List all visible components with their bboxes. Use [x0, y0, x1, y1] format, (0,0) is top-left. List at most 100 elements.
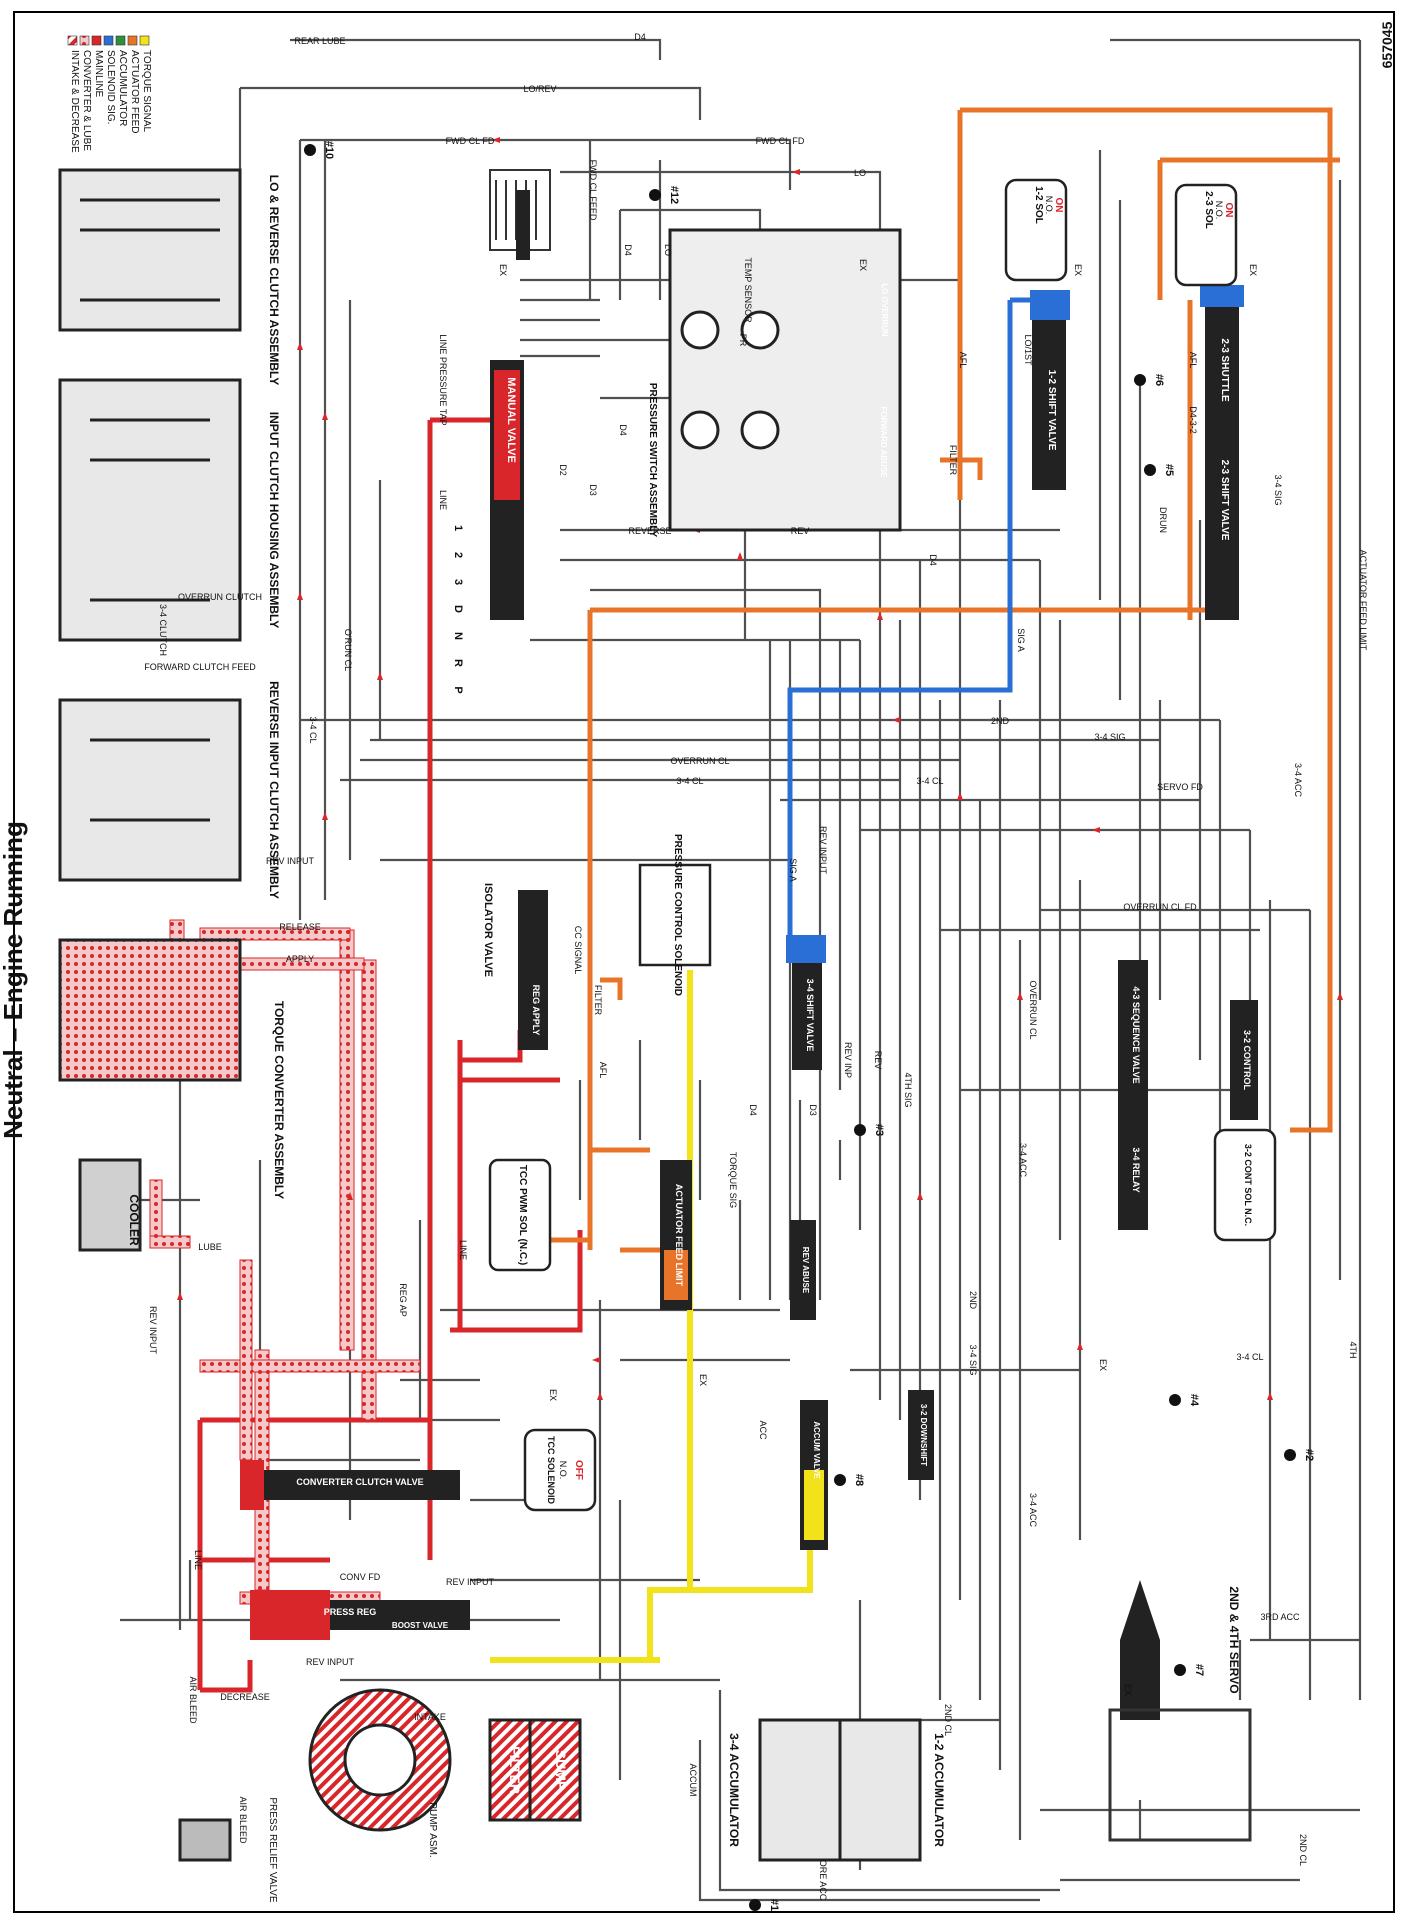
- check-ball-label: #2: [1303, 1449, 1315, 1461]
- check-ball: [1134, 374, 1146, 386]
- line-label-drun: DRUN: [1158, 507, 1168, 533]
- line-label-rear-lube: REAR LUBE: [294, 36, 345, 46]
- check-ball-label: #4: [1188, 1394, 1200, 1407]
- valves-reg-apply: REG APPLY: [531, 985, 541, 1036]
- line-label-ex: EX: [698, 1374, 708, 1386]
- cooler-shape: [78, 1158, 142, 1252]
- solenoids-sol-12-type: N.O.: [1044, 196, 1054, 215]
- line-label-rev-input: REV INPUT: [148, 1306, 158, 1355]
- solenoids-tcc-name: TCC SOLENOID: [546, 1436, 556, 1505]
- gear-position: D: [452, 605, 464, 613]
- servo-body: [1120, 1580, 1160, 1720]
- line-label-forward-clutch-feed: FORWARD CLUTCH FEED: [144, 662, 256, 672]
- line-label-cl-34: 3-4 CL: [916, 776, 943, 786]
- gear-position: N: [452, 632, 464, 640]
- assemblies-temp-sensor: TEMP SENSOR: [743, 257, 753, 323]
- line-label-decrease: DECREASE: [220, 1692, 270, 1702]
- solenoids-tcc-pwm: TCC PWM SOL (N.C.): [517, 1165, 528, 1265]
- check-ball: [854, 1124, 866, 1136]
- solenoids-sol-23-state: ON: [1223, 203, 1234, 218]
- gear-position: R: [452, 659, 464, 667]
- line-label-reg-ap: REG AP: [398, 1283, 408, 1317]
- valves-lo-overrun: LO OVERRUN: [880, 283, 889, 337]
- line-label-accum: ACCUM: [688, 1764, 698, 1797]
- accumulator-34-shape: [758, 1718, 842, 1862]
- valves-shift-34: 3-4 SHIFT VALVE: [805, 979, 815, 1052]
- sol-12-body: [1004, 178, 1068, 282]
- torque-signal-passages: [490, 970, 813, 1663]
- line-label-acc-34: 3-4 ACC: [1293, 763, 1303, 798]
- line-label-ex: EX: [1098, 1359, 1108, 1371]
- line-label-torque-sig: TORQUE SIG: [728, 1152, 738, 1208]
- input-clutch-housing-shape: [58, 378, 242, 642]
- legend-swatch: [79, 35, 90, 46]
- line-label-afl: AFL: [958, 352, 968, 369]
- line-label-cl-34: 3-4 CL: [676, 776, 703, 786]
- check-ball-label: #7: [1193, 1664, 1205, 1676]
- valves-rev-abuse: REV ABUSE: [801, 1247, 810, 1294]
- line-label-sig-a: SIG A: [788, 858, 798, 882]
- line-label-apply: APPLY: [286, 954, 314, 964]
- valves-press-reg: PRESS REG: [324, 1607, 377, 1617]
- line-label-release: RELEASE: [279, 922, 321, 932]
- assemblies-accumulator-12: 1-2 ACCUMULATOR: [932, 1733, 946, 1847]
- check-ball-label: #8: [853, 1474, 865, 1486]
- line-label-rev: REV: [791, 526, 810, 536]
- pressure-control-solenoid-body: [638, 863, 712, 967]
- line-label-cl-34: 3-4 CL: [1236, 1352, 1263, 1362]
- line-label-cl-34: 3-4 CL: [308, 716, 318, 743]
- assemblies-press-relief: PRESS RELIEF VALVE: [267, 1797, 278, 1903]
- line-label-ore-acc: ORE ACC: [818, 1860, 828, 1901]
- legend-label: CONVERTER & LUBE: [81, 50, 92, 151]
- valves-converter-clutch: CONVERTER CLUTCH VALVE: [296, 1477, 423, 1487]
- check-ball-label: #5: [1163, 464, 1175, 476]
- line-label-fwd-cl-fd: FWD CL FD: [756, 136, 805, 146]
- check-ball: [1169, 1394, 1181, 1406]
- shift-23-valve-body: [1205, 300, 1239, 620]
- valves-actuator-feed-limit: ACTUATOR FEED LIMIT: [674, 1184, 684, 1287]
- valves-manual: MANUAL VALVE: [505, 377, 517, 463]
- assemblies-input-clutch-housing: INPUT CLUTCH HOUSING ASSEMBLY: [267, 412, 281, 628]
- assemblies-sump: SUMP: [553, 1750, 569, 1790]
- legend-label: TORQUE SIGNAL: [141, 50, 152, 132]
- line-label-rev: REV: [873, 1051, 883, 1070]
- line-label-lo: LO: [663, 244, 673, 256]
- page-title: Neutral – Engine Running: [0, 821, 28, 1139]
- solenoids-sol-12-state: ON: [1053, 198, 1064, 213]
- legend-label: ACTUATOR FEED: [129, 50, 140, 134]
- valves-shift-12: 1-2 SHIFT VALVE: [1046, 370, 1057, 451]
- check-ball-label: #6: [1153, 374, 1165, 386]
- tcc-solenoid-body: [523, 1428, 597, 1512]
- assemblies-servo: 2ND & 4TH SERVO: [1227, 1586, 1241, 1693]
- filter-shape: [488, 1718, 532, 1822]
- valves-isolator: ISOLATOR VALVE: [482, 883, 494, 977]
- line-label-d432: D4-3-2: [1188, 406, 1198, 434]
- line-label-rev-input: REV INPUT: [266, 856, 315, 866]
- line-label-d4: D4: [928, 554, 938, 566]
- check-ball-label: #12: [668, 186, 680, 204]
- line-label-acc: ACC: [758, 1420, 768, 1440]
- line-label-acc-3rd: 3RD ACC: [1260, 1612, 1300, 1622]
- line-label-line: LINE: [458, 1240, 468, 1260]
- line-label-sig-34: 3-4 SIG: [1273, 474, 1283, 505]
- check-ball-label: #10: [323, 141, 335, 159]
- line-label-cl-2nd: 2ND CL: [1298, 1834, 1308, 1866]
- sol-23-body: [1174, 183, 1238, 287]
- line-label-fwd-cl-feed: FWD CL FEED: [588, 160, 598, 221]
- accumulator-12-shape: [838, 1718, 922, 1862]
- assemblies-lo-reverse-clutch: LO & REVERSE CLUTCH ASSEMBLY: [267, 175, 281, 385]
- line-label-air-bleed: AIR BLEED: [238, 1796, 248, 1844]
- control-32-valve-body: [1230, 1000, 1258, 1120]
- valves-control-32: 3-2 CONTROL: [1242, 1030, 1252, 1091]
- isolator-valve-body: [518, 890, 548, 1050]
- check-ball: [749, 1899, 761, 1911]
- flow-arrows: [177, 137, 1343, 1400]
- line-label-ex: EX: [498, 264, 508, 276]
- sequence-43-valve-body: [1118, 960, 1148, 1110]
- line-label-lube: LUBE: [198, 1242, 222, 1252]
- line-label-d2: D2: [558, 464, 568, 476]
- check-ball-label: #3: [873, 1124, 885, 1136]
- line-label-filter: FILTER: [593, 985, 603, 1016]
